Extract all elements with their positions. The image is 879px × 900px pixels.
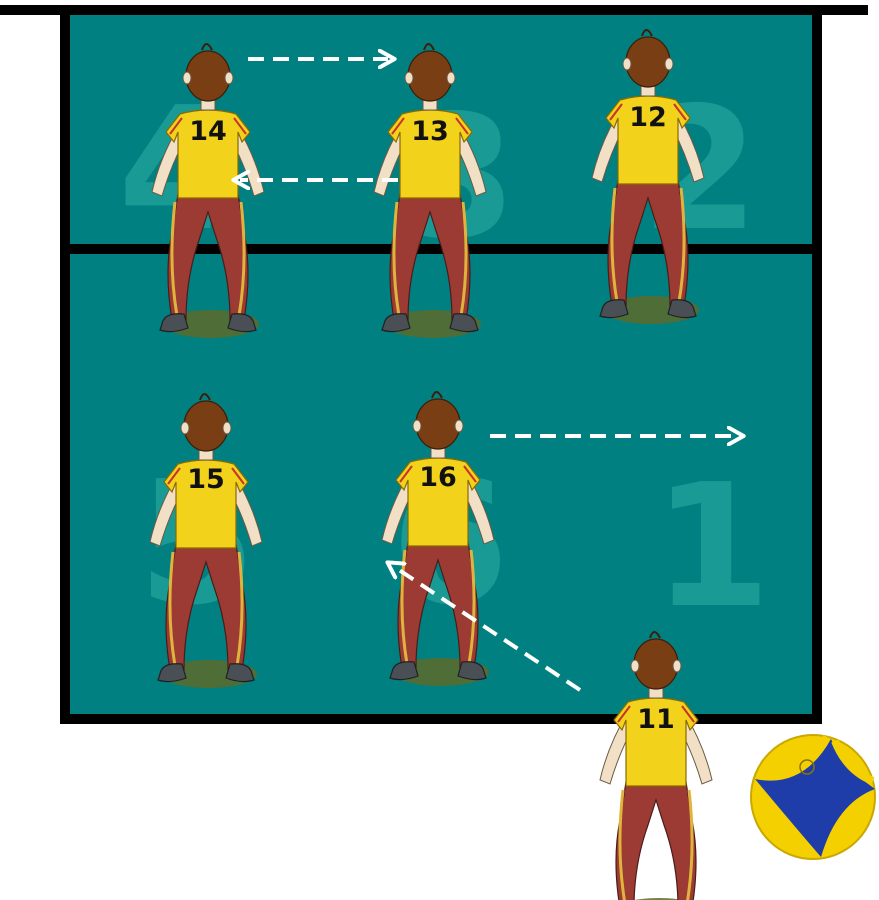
jersey-number: 14 [189,116,227,147]
jersey-number: 11 [637,704,675,735]
zone-1-label: 1 [653,448,771,646]
jersey-number: 15 [187,464,225,495]
jersey-number: 16 [419,462,457,493]
jersey-number: 13 [411,116,449,147]
volleyball-icon [751,735,875,859]
jersey-number: 12 [629,102,667,133]
